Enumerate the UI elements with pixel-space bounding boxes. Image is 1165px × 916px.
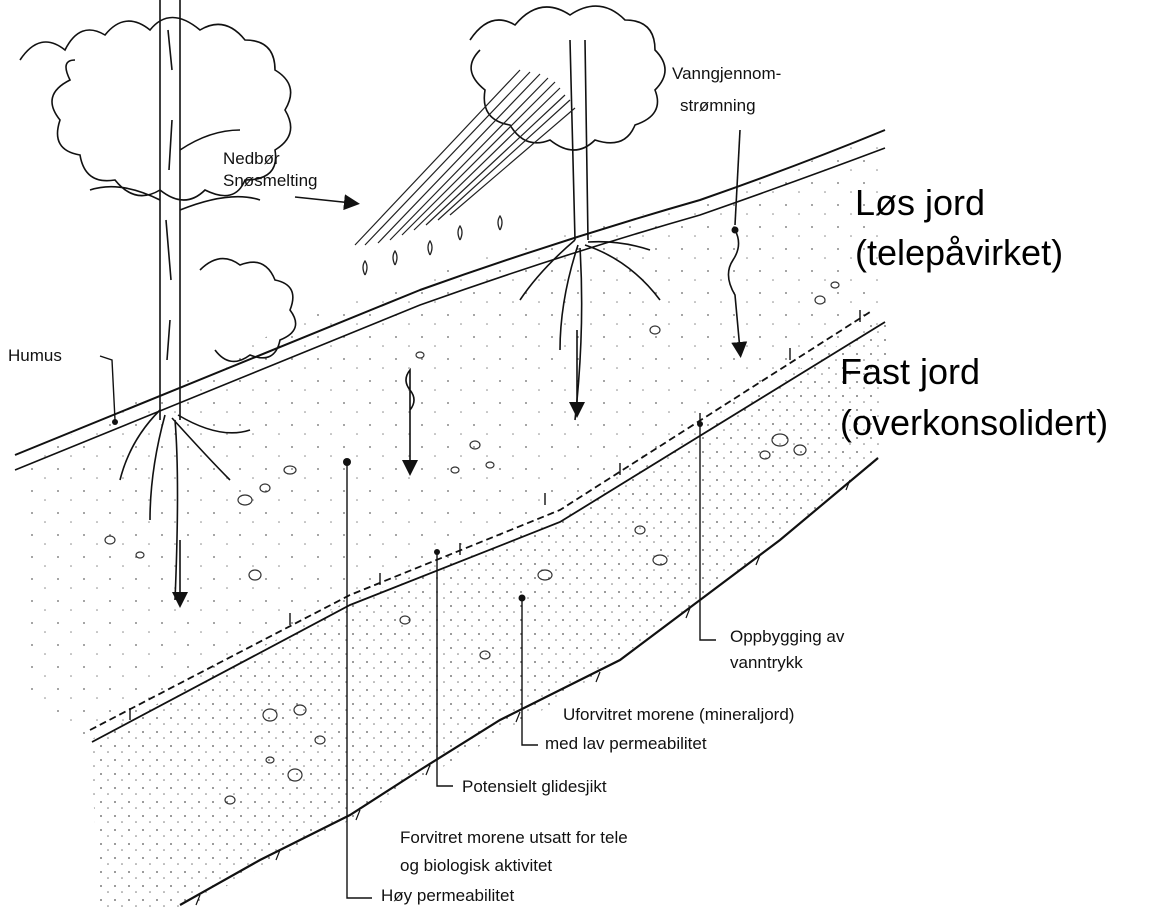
label-forvitret-1: Forvitret morene utsatt for tele [400,827,628,849]
label-vanngjennom-1: Vanngjennom- [672,63,781,85]
label-fast-jord-2: (overkonsolidert) [840,403,1108,443]
label-nedbor: Nedbør [223,148,280,170]
label-forvitret-2: og biologisk aktivitet [400,855,552,877]
label-snosmelting: Snøsmelting [223,170,317,192]
rain-streaks [355,70,575,245]
label-uforvitret-1: Uforvitret morene (mineraljord) [563,704,794,726]
label-oppbygging-2: vanntrykk [730,652,803,674]
label-los-jord-2: (telepåvirket) [855,233,1063,273]
label-oppbygging-1: Oppbygging av [730,626,844,648]
label-uforvitret-2: med lav permeabilitet [545,733,707,755]
label-fast-jord-1: Fast jord [840,352,980,392]
label-forvitret-3: Høy permeabilitet [381,885,514,907]
label-humus: Humus [8,345,62,367]
label-los-jord-1: Løs jord [855,183,985,223]
label-vanngjennom-2: strømning [680,95,756,117]
label-glidesjikt: Potensielt glidesjikt [462,776,607,798]
